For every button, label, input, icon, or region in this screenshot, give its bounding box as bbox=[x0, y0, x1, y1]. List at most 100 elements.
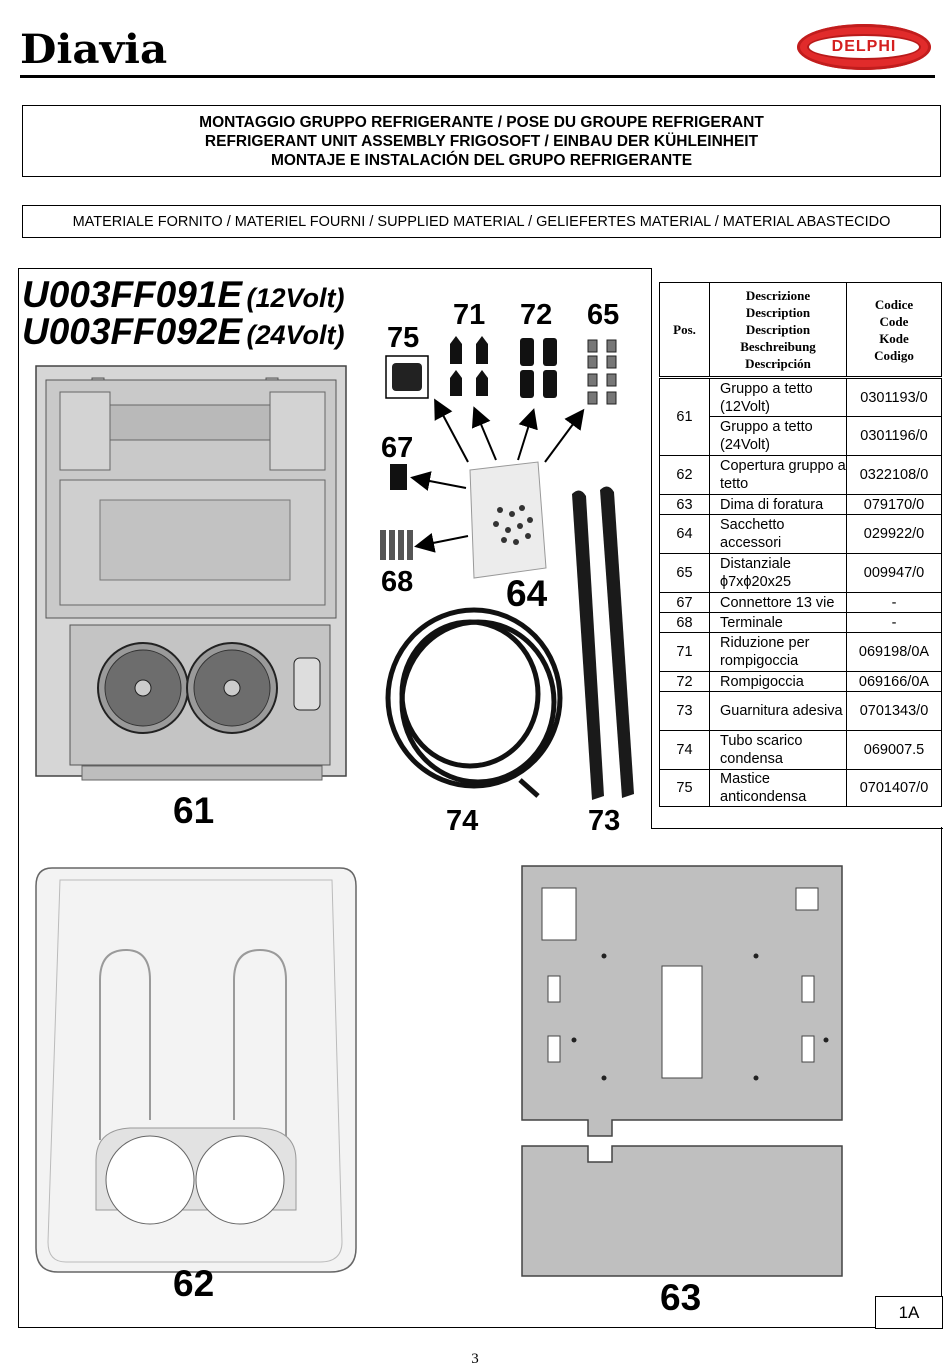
header-description-de: Beschreibung bbox=[740, 339, 816, 354]
header-description-it: Descrizione bbox=[745, 288, 811, 303]
header-code-es: Codigo bbox=[874, 347, 914, 363]
table-row: 62 Copertura gruppo a tetto 0322108/0 bbox=[659, 455, 942, 495]
callout-71: 71 bbox=[453, 299, 486, 331]
callout-74: 74 bbox=[446, 805, 479, 837]
row-code: 069166/0A bbox=[846, 671, 942, 692]
row-description: Gruppo a tetto (12Volt) bbox=[709, 377, 847, 417]
row-pos: 73 bbox=[659, 691, 710, 731]
title-line-2: REFRIGERANT UNIT ASSEMBLY FRIGOSOFT / EI… bbox=[204, 132, 759, 150]
row-description: Distanziale ϕ7xϕ20x25 bbox=[709, 553, 847, 593]
row-code: 0322108/0 bbox=[846, 455, 942, 495]
header-description-en: Description bbox=[745, 322, 811, 337]
table-row: 74 Tubo scarico condensa 069007.5 bbox=[659, 730, 942, 770]
row-description: Sacchetto accessori bbox=[709, 514, 847, 554]
model-voltage: (24Volt) bbox=[246, 320, 345, 350]
roof-unit-61-illustration bbox=[35, 365, 347, 781]
row-description: Connettore 13 vie bbox=[709, 592, 847, 613]
callout-64: 64 bbox=[506, 573, 548, 614]
page-marker: 1A bbox=[875, 1296, 943, 1329]
callout-68: 68 bbox=[381, 566, 414, 598]
row-code: 069007.5 bbox=[846, 730, 942, 770]
frame-edge bbox=[651, 268, 652, 828]
parts-table-header: Pos. Descrizione Description Description… bbox=[659, 282, 942, 378]
row-code: 0301196/0 bbox=[846, 416, 942, 456]
row-description: Terminale bbox=[709, 612, 847, 633]
row-description: Dima di foratura bbox=[709, 494, 847, 515]
callout-arrows bbox=[410, 398, 585, 553]
table-row: 67 Connettore 13 vie - bbox=[659, 592, 942, 613]
callout-65: 65 bbox=[587, 299, 620, 331]
row-description: Gruppo a tetto (24Volt) bbox=[709, 416, 847, 456]
header-rule bbox=[20, 75, 935, 78]
callout-63: 63 bbox=[660, 1277, 702, 1318]
parts-table: Pos. Descrizione Description Description… bbox=[659, 282, 942, 807]
row-code: 0701407/0 bbox=[846, 769, 942, 807]
header-pos: Pos. bbox=[659, 282, 710, 378]
delphi-logo: DELPHI bbox=[797, 24, 931, 70]
spacer-65-illustration bbox=[587, 339, 617, 405]
header-code-it: Codice bbox=[874, 296, 914, 312]
title-box: MONTAGGIO GRUPPO REFRIGERANTE / POSE DU … bbox=[22, 105, 941, 177]
title-line-3: MONTAJE E INSTALACIÓN DEL GRUPO REFRIGER… bbox=[270, 151, 693, 169]
header-description-fr: Description bbox=[745, 305, 811, 320]
callout-61: 61 bbox=[173, 790, 215, 831]
model-code: U003FF091E bbox=[22, 274, 243, 315]
delphi-logo-text: DELPHI bbox=[831, 38, 897, 55]
terminal-68-illustration bbox=[380, 530, 413, 560]
drip-reducer-71-illustration bbox=[450, 336, 488, 396]
model-voltage: (12Volt) bbox=[246, 283, 345, 313]
model-24v: U003FF092E (24Volt) bbox=[22, 311, 345, 353]
row-pos: 64 bbox=[659, 514, 710, 554]
row-pos: 75 bbox=[659, 769, 710, 807]
drilling-template-63-illustration bbox=[521, 865, 843, 1277]
condensate-hose-74-illustration bbox=[385, 607, 563, 798]
row-code: 0701343/0 bbox=[846, 691, 942, 731]
drip-breaker-72-illustration bbox=[520, 338, 557, 398]
table-row: 63 Dima di foratura 079170/0 bbox=[659, 494, 942, 515]
callout-73: 73 bbox=[588, 805, 621, 837]
callout-72: 72 bbox=[520, 299, 553, 331]
diavia-logo: Diavia bbox=[20, 26, 168, 73]
row-pos: 68 bbox=[659, 612, 710, 633]
row-pos: 61 bbox=[659, 377, 710, 456]
row-pos: 71 bbox=[659, 632, 710, 672]
row-code: 079170/0 bbox=[846, 494, 942, 515]
table-row: 71 Riduzione per rompigoccia 069198/0A bbox=[659, 632, 942, 672]
row-description: Tubo scarico condensa bbox=[709, 730, 847, 770]
row-code: 029922/0 bbox=[846, 514, 942, 554]
callout-67: 67 bbox=[381, 432, 414, 464]
header-description-es: Descripción bbox=[745, 356, 811, 371]
header-code: Codice Code Kode Codigo bbox=[846, 282, 942, 378]
table-row: 73 Guarnitura adesiva 0701343/0 bbox=[659, 691, 942, 731]
header-code-de: Kode bbox=[879, 330, 909, 346]
row-code: - bbox=[846, 612, 942, 633]
title-line-1: MONTAGGIO GRUPPO REFRIGERANTE / POSE DU … bbox=[199, 113, 764, 131]
row-pos: 67 bbox=[659, 592, 710, 613]
table-row: 65 Distanziale ϕ7xϕ20x25 009947/0 bbox=[659, 553, 942, 593]
row-description: Mastice anticondensa bbox=[709, 769, 847, 807]
header-description: Descrizione Description Description Besc… bbox=[709, 282, 847, 378]
row-pos: 74 bbox=[659, 730, 710, 770]
row-description: Rompigoccia bbox=[709, 671, 847, 692]
adhesive-seal-73-illustration bbox=[572, 486, 634, 800]
frame-edge bbox=[651, 828, 943, 829]
row-code: 069198/0A bbox=[846, 632, 942, 672]
row-description: Riduzione per rompigoccia bbox=[709, 632, 847, 672]
row-pos: 63 bbox=[659, 494, 710, 515]
table-row: 68 Terminale - bbox=[659, 612, 942, 633]
accessory-bag-64-illustration bbox=[469, 461, 547, 579]
row-description: Copertura gruppo a tetto bbox=[709, 455, 847, 495]
row-code: 009947/0 bbox=[846, 553, 942, 593]
row-pos: 72 bbox=[659, 671, 710, 692]
row-code: 0301193/0 bbox=[846, 377, 942, 417]
connector-67-illustration bbox=[390, 464, 407, 490]
mastic-75-illustration bbox=[385, 355, 429, 399]
supplied-material-box: MATERIALE FORNITO / MATERIEL FOURNI / SU… bbox=[22, 205, 941, 238]
row-pos: 62 bbox=[659, 455, 710, 495]
callout-75: 75 bbox=[387, 322, 420, 354]
table-row: 75 Mastice anticondensa 0701407/0 bbox=[659, 769, 942, 807]
table-row: 64 Sacchetto accessori 029922/0 bbox=[659, 514, 942, 554]
table-row: 72 Rompigoccia 069166/0A bbox=[659, 671, 942, 692]
page-number: 3 bbox=[471, 1351, 479, 1367]
